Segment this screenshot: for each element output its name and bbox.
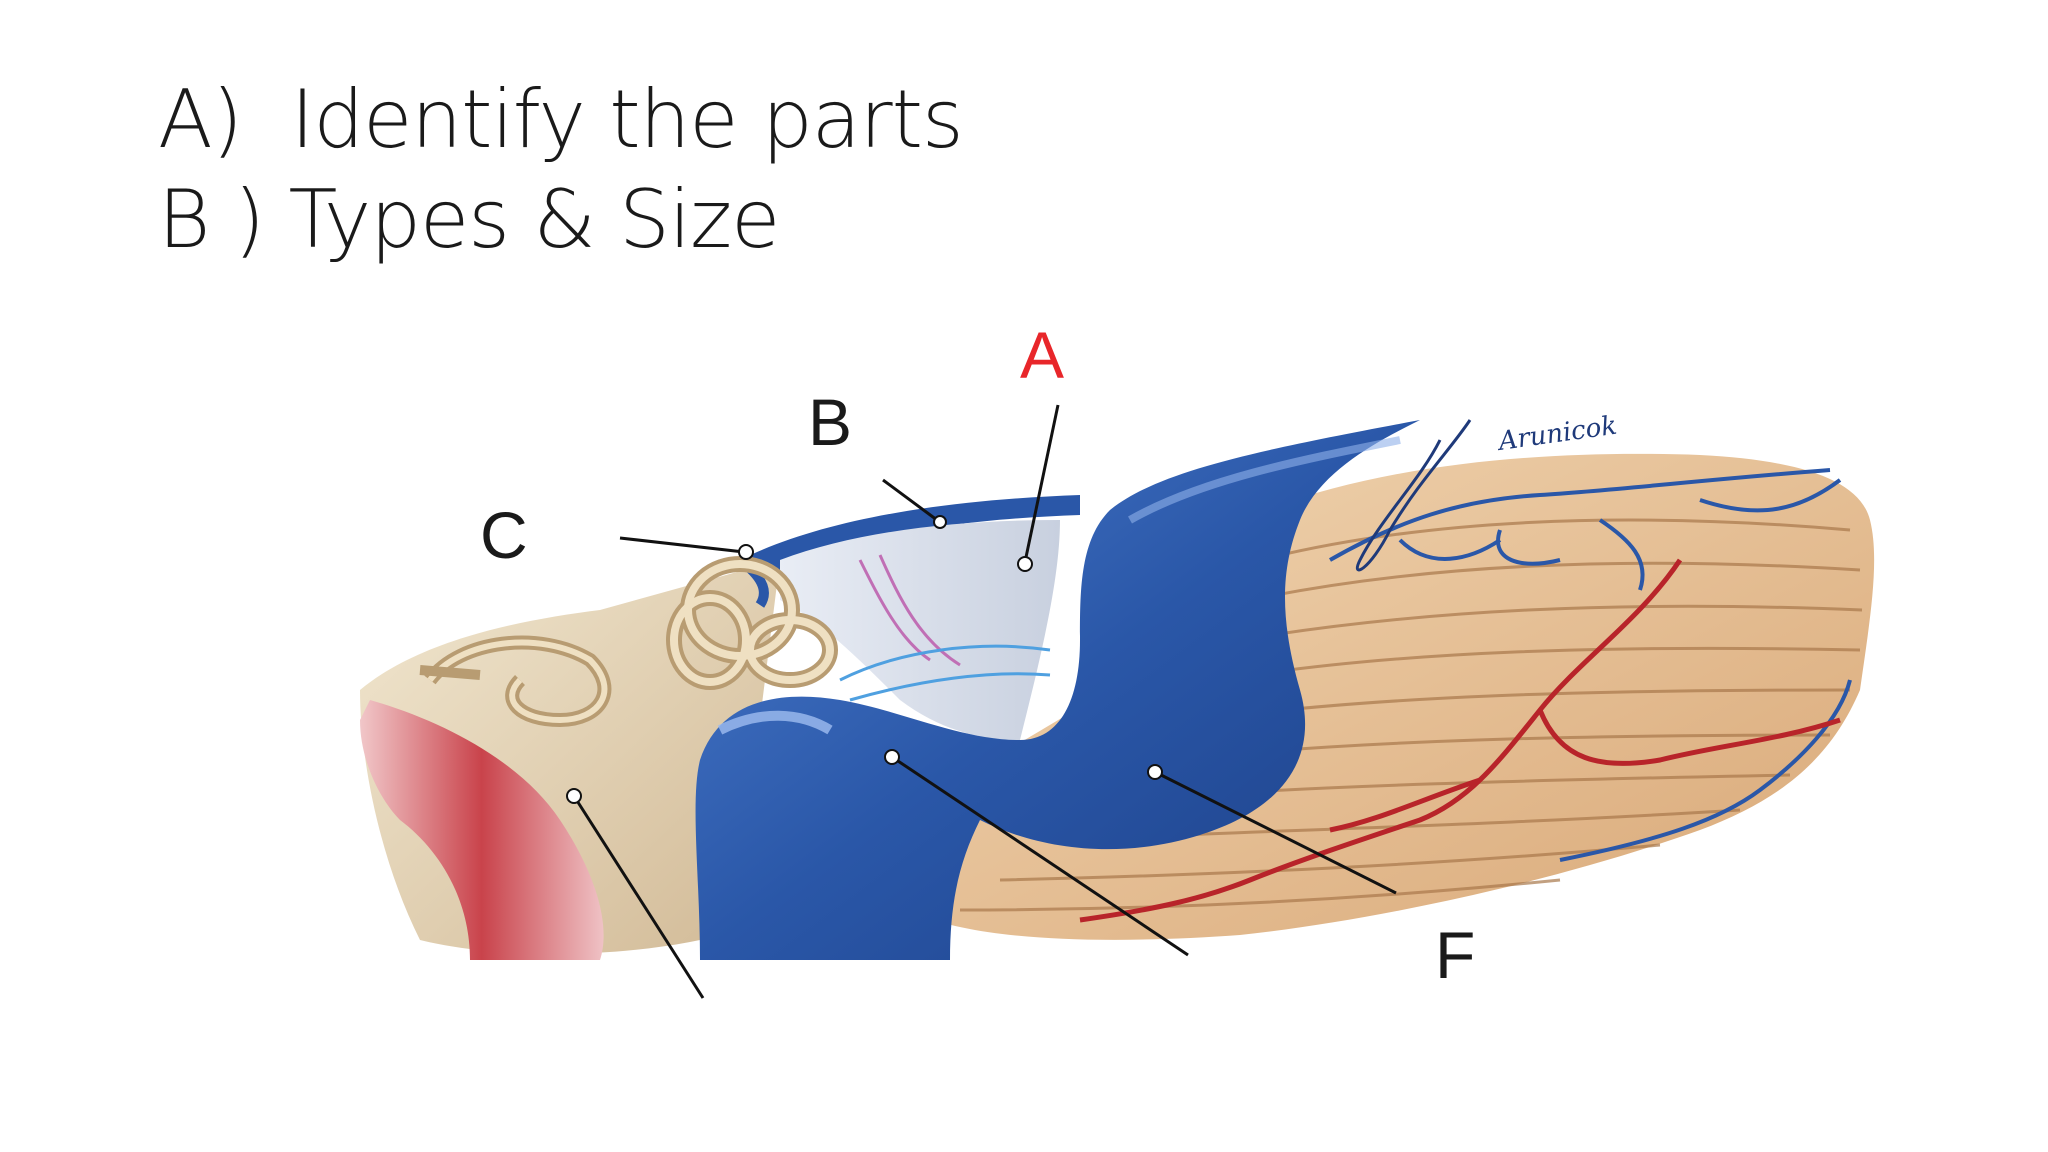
- leader-f: [1154, 770, 1397, 895]
- sigmoid-sinus: [695, 420, 1420, 960]
- dural-vessels: [839, 554, 1051, 702]
- label-c: C: [480, 498, 528, 572]
- dot-bottom-mid: [884, 749, 900, 765]
- label-f: F: [1435, 918, 1475, 992]
- cochlea: [419, 635, 612, 728]
- dot-f: [1147, 764, 1163, 780]
- title-line-1: A) Identify the parts: [158, 73, 964, 166]
- signature-flourish: [1355, 419, 1472, 572]
- carotid-artery: [360, 700, 604, 960]
- cerebellar-arteries: [1079, 558, 1841, 923]
- leader-c: [619, 536, 745, 554]
- leader-b: [882, 478, 938, 522]
- artist-signature: Arunicok: [1495, 411, 1619, 458]
- dot-a: [1017, 556, 1033, 572]
- pointer-dots: [566, 515, 1163, 804]
- leader-lines: [572, 404, 1397, 999]
- dot-bottom-left: [566, 788, 582, 804]
- semicircular-canals-inner: [670, 560, 834, 686]
- cerebellar-veins: [1329, 468, 1852, 862]
- slide-title: A) Identify the parts B ) Types & Size: [158, 70, 964, 270]
- dot-c: [738, 544, 754, 560]
- title-line-2: B ) Types & Size: [158, 173, 780, 266]
- dot-b: [933, 515, 947, 529]
- sinus-highlight: [717, 710, 833, 735]
- leader-a: [1023, 404, 1060, 563]
- leader-bottom-mid: [891, 755, 1189, 957]
- leader-bottom-left: [572, 795, 705, 999]
- transverse-sinus: [740, 495, 1080, 580]
- cerebellum-folia: [959, 518, 1863, 912]
- label-b: B: [808, 385, 852, 459]
- label-a: A: [1020, 318, 1064, 392]
